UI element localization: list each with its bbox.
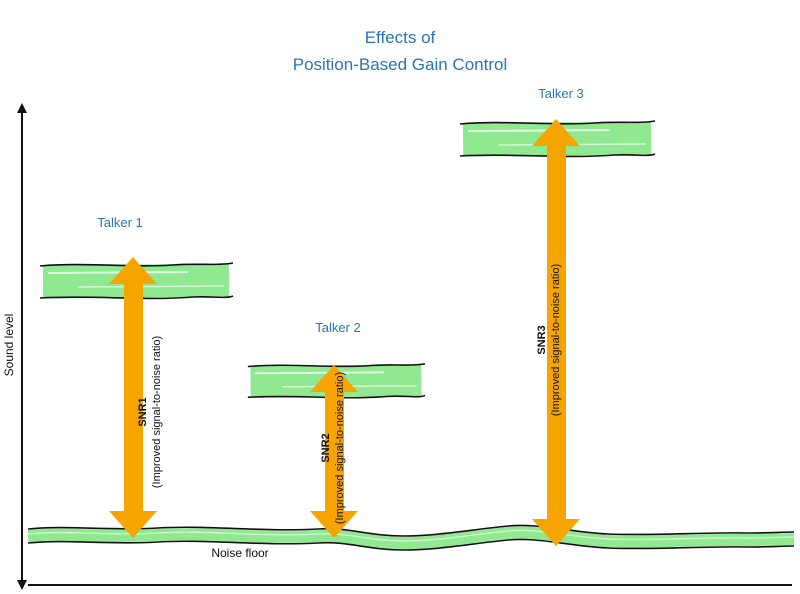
snr2-arrow-up-head-icon xyxy=(310,365,358,392)
snr3-arrow xyxy=(532,119,580,546)
baseline-axis xyxy=(28,584,792,586)
snr3-arrow-shaft xyxy=(546,145,566,520)
snr2-arrow-down-head-icon xyxy=(310,511,358,538)
diagram-title-line1: Effects of xyxy=(364,28,436,47)
snr2-sub: (Improved signal-to-noise ratio) xyxy=(334,371,346,525)
snr2-arrow xyxy=(310,365,358,538)
snr1-arrow-up-head-icon xyxy=(109,257,157,284)
snr3-arrow-down-head-icon xyxy=(532,519,580,546)
diagram-title-line2: Position-Based Gain Control xyxy=(292,55,508,75)
snr1-label: SNR1 (Improved signal-to-noise ratio) xyxy=(134,312,166,512)
snr2-name: SNR2 xyxy=(319,433,332,463)
snr3-name: SNR3 xyxy=(535,325,548,355)
snr3-label: SNR3 (Improved signal-to-noise ratio) xyxy=(533,240,565,440)
snr1-arrow-down-head-icon xyxy=(109,511,157,538)
snr2-label: SNR2 (Improved signal-to-noise ratio) xyxy=(317,348,349,548)
talker-1-label: Talker 1 xyxy=(97,215,143,230)
snr1-arrow-shaft xyxy=(123,283,143,512)
snr1-sub: (Improved signal-to-noise ratio) xyxy=(151,335,163,489)
snr3-sub: (Improved signal-to-noise ratio) xyxy=(550,263,562,417)
noise-floor-band xyxy=(28,524,794,551)
noise-floor-label: Noise floor xyxy=(211,546,269,560)
diagram-title: Effects of Position-Based Gain Control xyxy=(0,24,800,78)
talker-2-label: Talker 2 xyxy=(315,320,361,335)
sound-level-axis xyxy=(21,112,23,582)
y-axis-up-arrowhead-icon xyxy=(17,103,27,113)
snr1-name: SNR1 xyxy=(136,397,149,427)
sound-level-label: Sound level xyxy=(2,313,16,377)
snr1-arrow xyxy=(109,257,157,538)
snr2-arrow-shaft xyxy=(324,391,344,512)
y-axis-down-arrowhead-icon xyxy=(17,580,27,590)
snr3-arrow-up-head-icon xyxy=(532,119,580,146)
talker-3-label: Talker 3 xyxy=(538,86,584,101)
